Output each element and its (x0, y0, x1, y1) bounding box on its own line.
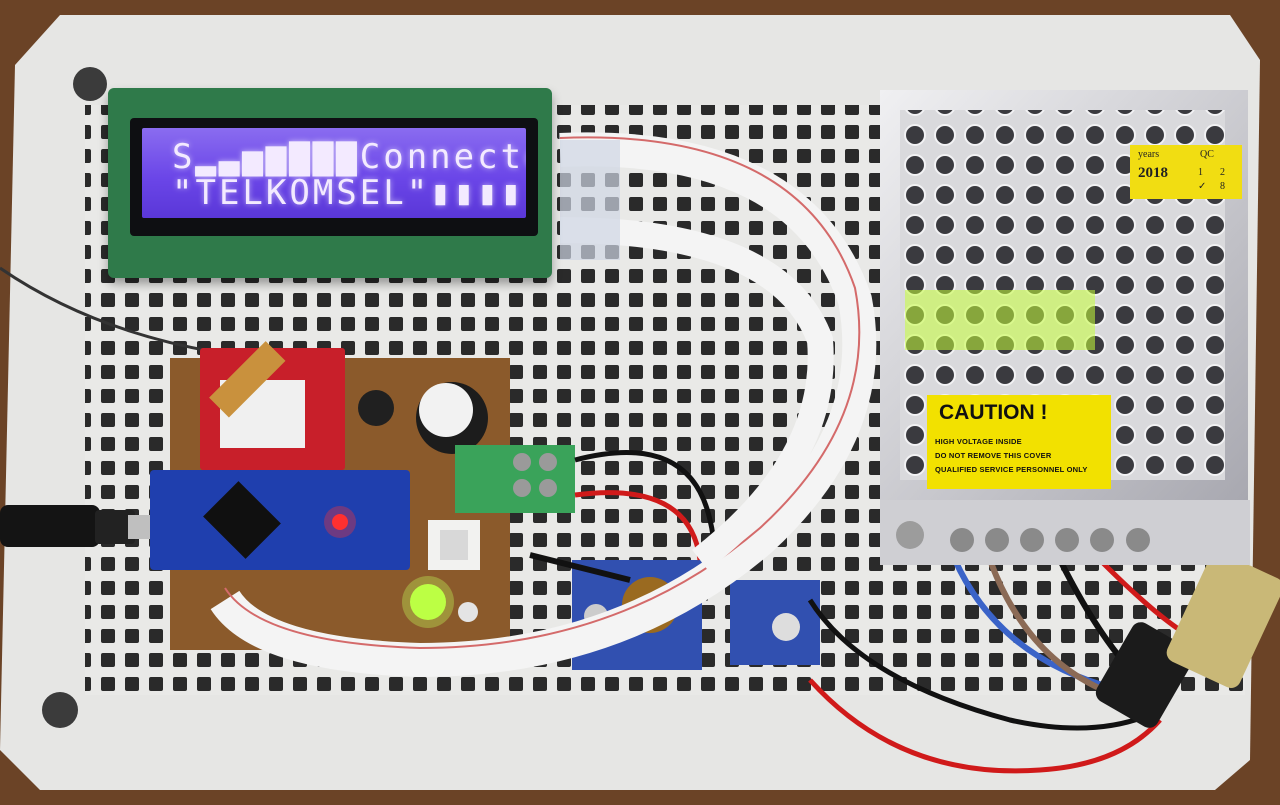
psu-mount-screw (896, 521, 924, 549)
qc-year: 2018 (1138, 165, 1168, 181)
buzzer-label (419, 383, 473, 437)
psu-internal-glow (905, 290, 1095, 350)
red-wire (574, 490, 703, 561)
red-wire-2 (808, 678, 1162, 774)
psu-terminals (950, 528, 1150, 552)
caution-label: CAUTION ! HIGH VOLTAGE INSIDE DO NOT REM… (927, 395, 1111, 489)
lcd-screen: S▂▃▅▆▇▇▇Connected "TELKOMSEL"▮▮▮▮ (142, 128, 526, 218)
status-led (410, 584, 446, 620)
qc-number: 8 (1220, 181, 1225, 192)
caution-line-2: DO NOT REMOVE THIS COVER (935, 451, 1052, 460)
lcd-line-2: "TELKOMSEL"▮▮▮▮ (172, 173, 525, 213)
usb-plug (95, 510, 135, 544)
qc-sticker: years 2018 QC 1 2 ✓ 8 (1130, 145, 1242, 199)
usb-cable (0, 505, 100, 547)
caution-title: CAUTION ! (939, 401, 1048, 424)
antenna-wire (0, 266, 216, 354)
lcd-line-1: S▂▃▅▆▇▇▇Connected (172, 137, 526, 177)
arduino-nano (150, 470, 410, 570)
terminal-block (455, 445, 575, 513)
atmega-chip (203, 481, 281, 559)
qc-col2: 2 (1220, 167, 1225, 178)
power-led (332, 514, 348, 530)
ribbon-connector (560, 140, 620, 260)
small-component (458, 602, 478, 622)
mount-hole (42, 692, 78, 728)
qc-label: QC (1200, 149, 1214, 160)
ribbon-cable (210, 132, 877, 678)
mount-hole (73, 67, 107, 101)
tape-wrap (1166, 552, 1280, 688)
qc-check: ✓ (1198, 181, 1207, 192)
qc-years-label: years (1138, 149, 1160, 160)
caution-line-3: QUALIFIED SERVICE PERSONNEL ONLY (935, 465, 1088, 474)
qc-col1: 1 (1198, 167, 1203, 178)
black-wire-2 (807, 598, 1162, 731)
capacitor (358, 390, 394, 426)
gsm-antenna-coil (209, 341, 286, 418)
caution-line-1: HIGH VOLTAGE INSIDE (935, 437, 1022, 446)
